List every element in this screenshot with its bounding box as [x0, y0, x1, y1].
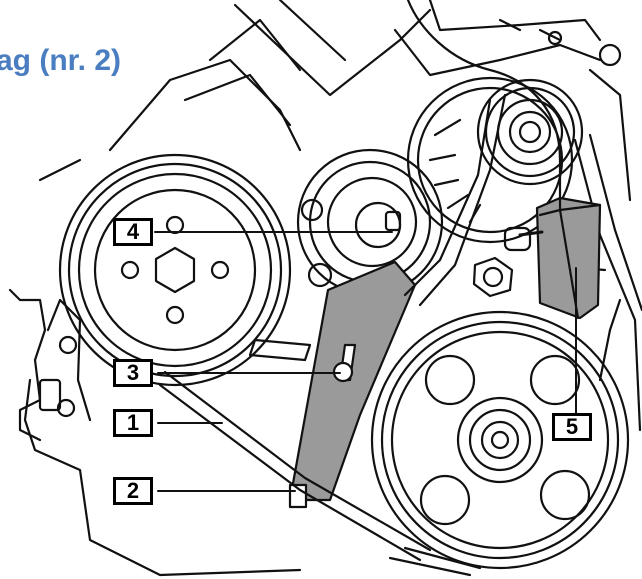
leader-lines [154, 231, 577, 492]
crankshaft-pulley [58, 153, 292, 387]
lower-pulley [370, 310, 630, 570]
callout-1: 1 [113, 409, 153, 437]
callout-5: 5 [552, 413, 592, 441]
sensor-box [518, 196, 602, 320]
callout-4: 4 [113, 218, 153, 246]
callout-3: 3 [113, 359, 153, 387]
callout-2: 2 [113, 477, 153, 505]
idler-nut [472, 226, 532, 298]
tensioner-arm [288, 260, 417, 509]
drive-belt [158, 93, 642, 577]
page-title: ag (nr. 2) [0, 44, 122, 77]
sensor-wire [406, 0, 562, 202]
